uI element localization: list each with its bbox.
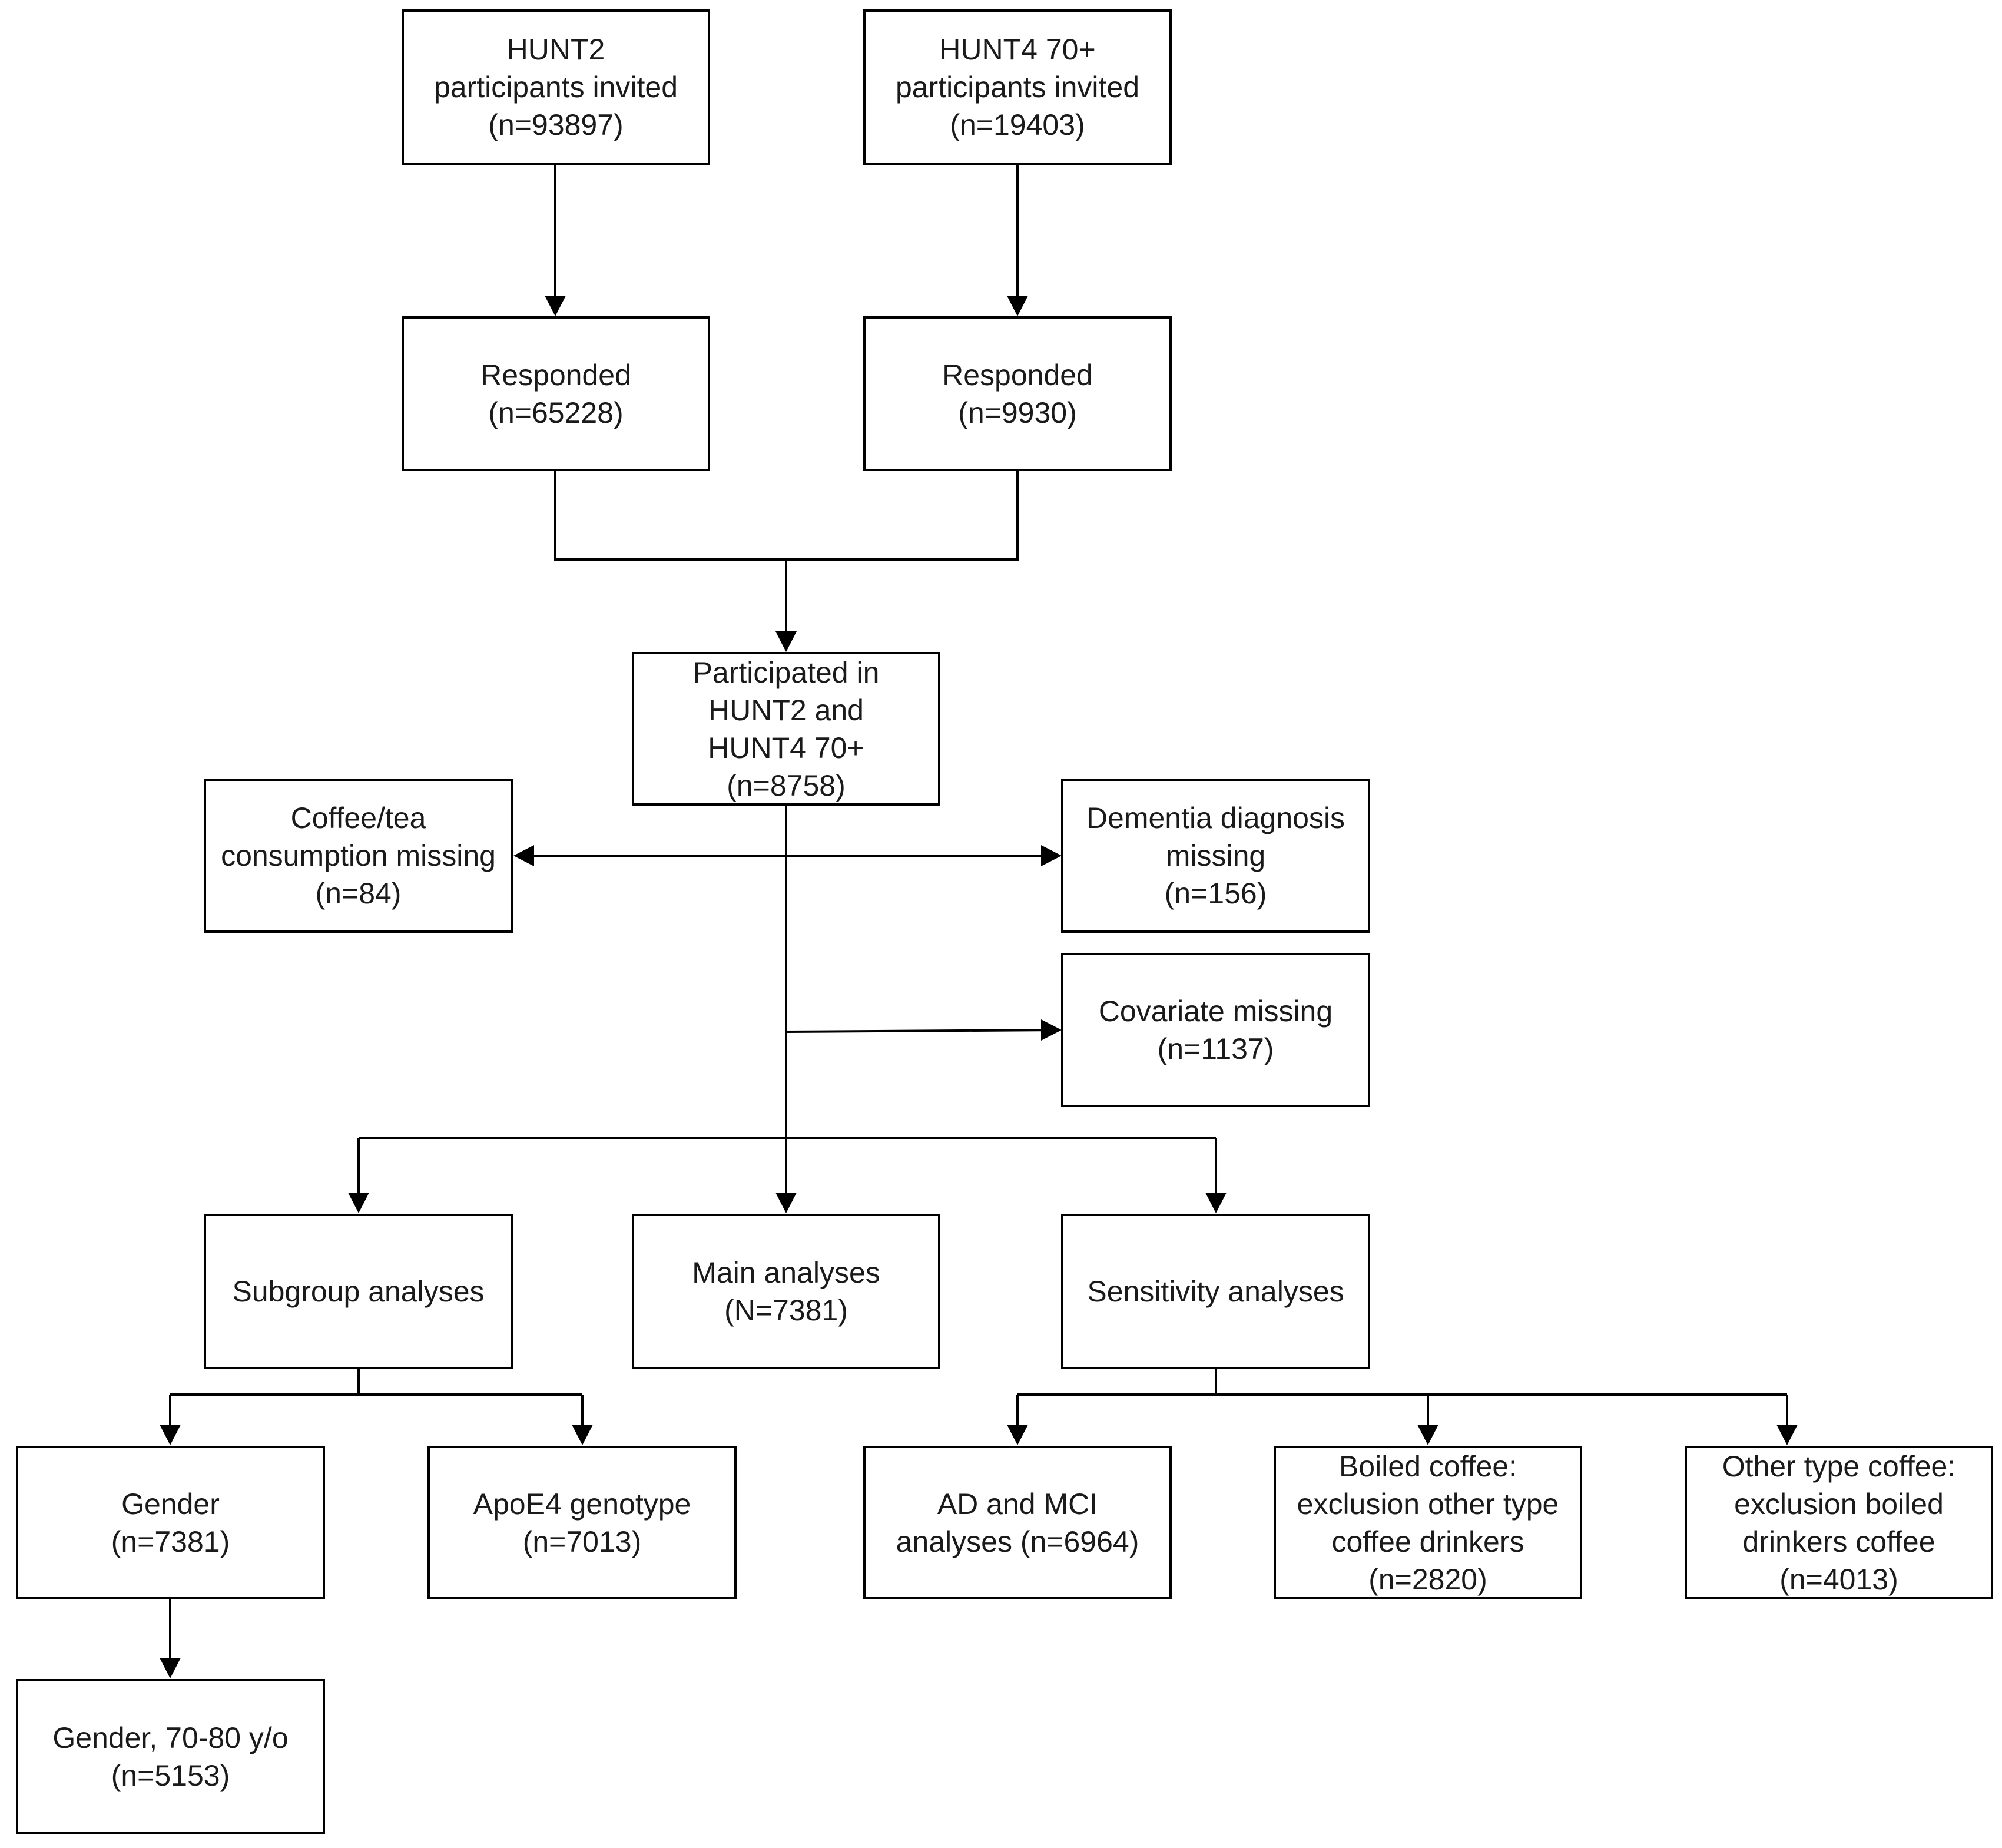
box-text-line: HUNT4 70+ <box>939 33 1096 66</box>
arrowhead-hunt2-responded <box>545 296 566 316</box>
box-other-type-coffee: Other type coffee: exclusion boiled drinke… <box>1685 1446 1993 1599</box>
connector-responded-merge <box>554 471 1019 561</box>
arrowhead-main <box>775 1193 797 1213</box>
box-text-line: HUNT2 <box>506 33 605 66</box>
box-text-line: drinkers coffee <box>1742 1525 1935 1558</box>
box-text-line: HUNT2 and <box>708 693 864 727</box>
box-ad-mci-analyses: AD and MCI analyses (n=6964) <box>863 1446 1172 1599</box>
box-text-line: (n=7381) <box>111 1525 230 1558</box>
arrowhead-gender <box>160 1425 181 1445</box>
box-text-line: (n=7013) <box>522 1525 642 1558</box>
arrowhead-other-type <box>1776 1425 1798 1445</box>
arrowhead-participated <box>775 631 797 652</box>
arrowhead-dementia-missing <box>1041 845 1062 866</box>
box-text-line: (n=4013) <box>1779 1562 1898 1596</box>
box-hunt4-invited: HUNT4 70+ participants invited (n=19403) <box>863 9 1172 165</box>
arrow-to-covariate-missing <box>785 1029 1058 1033</box>
box-text-line: exclusion other type <box>1297 1487 1559 1521</box>
box-text-line: (n=1137) <box>1157 1032 1274 1065</box>
box-coffee-tea-missing: Coffee/tea consumption missing (n=84) <box>204 779 513 933</box>
box-text-line: exclusion boiled <box>1734 1487 1944 1521</box>
box-text-line: coffee drinkers <box>1331 1525 1524 1558</box>
arrowhead-hunt4-responded <box>1007 296 1028 316</box>
box-apoe4-genotype: ApoE4 genotype (n=7013) <box>427 1446 737 1599</box>
box-text-line: Responded <box>942 358 1093 392</box>
arrowhead-boiled <box>1417 1425 1438 1445</box>
arrowhead-apoe4 <box>572 1425 593 1445</box>
box-text-line: Gender, 70-80 y/o <box>52 1721 289 1754</box>
box-text-line: ApoE4 genotype <box>473 1487 691 1521</box>
box-text-line: Coffee/tea <box>290 802 426 834</box>
box-text-line: Boiled coffee: <box>1338 1449 1517 1483</box>
box-covariate-missing: Covariate missing (n=1137) <box>1061 953 1370 1107</box>
box-text-line: (n=156) <box>1164 877 1267 910</box>
box-text-line: Dementia diagnosis <box>1086 802 1345 834</box>
box-hunt2-responded: Responded (n=65228) <box>402 316 710 471</box>
box-text-line: Participated in <box>692 655 880 689</box>
box-main-analyses: Main analyses (N=7381) <box>632 1214 940 1369</box>
box-text-line: (n=5153) <box>111 1759 230 1792</box>
box-text-line: consumption missing <box>221 839 496 872</box>
box-text-line: Main analyses <box>692 1256 880 1289</box>
box-text-line: AD and MCI <box>937 1487 1098 1521</box>
arrowhead-sensitivity <box>1205 1193 1227 1213</box>
box-text-line: Covariate missing <box>1098 995 1333 1028</box>
box-text-line: Subgroup analyses <box>232 1275 485 1308</box>
arrowhead-subgroup <box>348 1193 369 1213</box>
box-text-line: participants invited <box>433 71 678 104</box>
box-dementia-missing: Dementia diagnosis missing (n=156) <box>1061 779 1370 933</box>
box-text-line: analyses (n=6964) <box>896 1525 1139 1558</box>
box-text-line: (N=7381) <box>724 1294 848 1327</box>
box-text-line: HUNT4 70+ <box>708 731 864 764</box>
box-text-line: (n=19403) <box>950 108 1085 141</box>
box-text-line: Responded <box>480 358 631 392</box>
box-text-line: (n=93897) <box>488 108 624 141</box>
arrowhead-covariate-missing <box>1041 1019 1062 1041</box>
box-sensitivity-analyses: Sensitivity analyses <box>1061 1214 1370 1369</box>
box-text-line: (n=8758) <box>727 769 846 802</box>
arrowhead-coffee-missing <box>513 845 534 866</box>
arrowhead-ad-mci <box>1007 1425 1028 1445</box>
arrowhead-gender-70-80 <box>160 1658 181 1678</box>
box-gender: Gender (n=7381) <box>16 1446 325 1599</box>
box-subgroup-analyses: Subgroup analyses <box>204 1214 513 1369</box>
box-text-line: (n=9930) <box>958 396 1077 429</box>
box-hunt2-invited: HUNT2 participants invited (n=93897) <box>402 9 710 165</box>
box-gender-70-80: Gender, 70-80 y/o (n=5153) <box>16 1679 325 1834</box>
box-text-line: participants invited <box>895 71 1140 104</box>
box-hunt4-responded: Responded (n=9930) <box>863 316 1172 471</box>
box-text-line: (n=65228) <box>488 396 624 429</box>
box-text-line: (n=84) <box>315 877 402 910</box>
box-text-line: (n=2820) <box>1368 1562 1487 1596</box>
box-text-line: Sensitivity analyses <box>1087 1275 1344 1308</box>
box-text-line: missing <box>1165 839 1266 872</box>
box-boiled-coffee: Boiled coffee: exclusion other type coffee… <box>1274 1446 1582 1599</box>
box-text-line: Other type coffee: <box>1722 1449 1956 1483</box>
box-text-line: Gender <box>121 1487 220 1521</box>
